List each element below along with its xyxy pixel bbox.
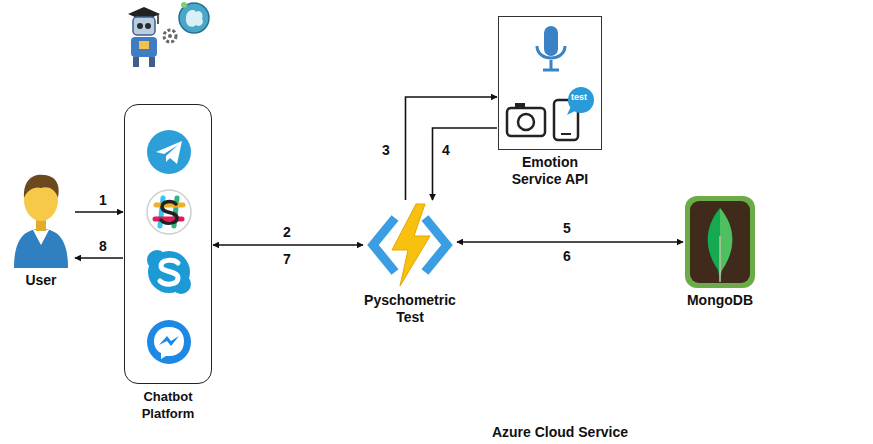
node-label: Emotion Service API [505, 154, 595, 188]
cloud-region: Azure Cloud Service Emotion Service API … [210, 0, 873, 444]
node-frame [498, 16, 602, 150]
function-icon [365, 202, 455, 288]
platform-icons [127, 106, 210, 381]
step-number: 1 [99, 192, 107, 208]
emotion-icons [501, 18, 599, 148]
node-label: Azure Cloud Service [492, 424, 628, 441]
flow-arrow [457, 241, 683, 243]
step-number: 7 [283, 251, 291, 267]
flow-arrow [433, 128, 498, 200]
cloud-outline [210, 0, 873, 420]
service-box: Emotion Service API [498, 16, 602, 188]
badge-text: test [571, 92, 587, 102]
node-label: MongoDB [670, 292, 770, 309]
step-number: 3 [382, 142, 390, 158]
step-number: 8 [99, 238, 107, 254]
node-label: Pyschometric Test [354, 292, 466, 326]
flow-arrow [75, 211, 123, 213]
step-number: 6 [563, 248, 571, 264]
database-icon [685, 196, 755, 288]
bot-icons [120, 0, 215, 72]
function-node: Pyschometric Test [350, 202, 470, 326]
step-number: 5 [563, 220, 571, 236]
node-label: User [8, 272, 74, 289]
user-figure [10, 166, 72, 268]
node-frame [124, 104, 212, 384]
step-number: 4 [442, 142, 450, 158]
chatbot-platform: Chatbot Platform [124, 104, 212, 422]
flow-arrow [406, 97, 498, 200]
node-label: Chatbot Platform [125, 388, 211, 422]
step-number: 2 [283, 224, 291, 240]
database-node: MongoDB [670, 196, 770, 309]
user-node: User [8, 166, 74, 289]
flow-arrow [75, 257, 123, 259]
flow-arrow [213, 244, 363, 246]
